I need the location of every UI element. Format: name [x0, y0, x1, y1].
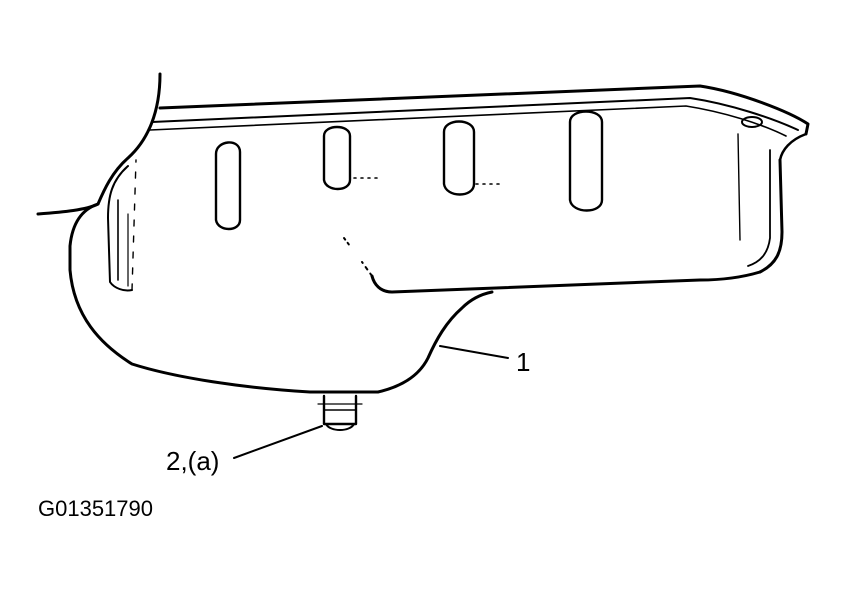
figure-id: G01351790 [38, 496, 153, 521]
callout-oil-pan: 1 [516, 347, 531, 377]
leader-lines [233, 345, 509, 459]
engine-block-edge [36, 72, 162, 216]
rib [442, 120, 476, 196]
rib [322, 125, 352, 191]
callout-drain-plug: 2,(a) [166, 446, 220, 476]
pan-flange [149, 84, 810, 162]
drain-plug [317, 394, 363, 431]
leader-line-2 [233, 425, 323, 459]
bolt-hole [741, 116, 763, 128]
rib [568, 110, 604, 212]
pan-end-wall [737, 133, 784, 274]
hidden-lines [353, 177, 505, 185]
shallow-section-bottom [343, 237, 762, 294]
deep-sump [68, 159, 494, 394]
pan-ribs [117, 110, 604, 287]
rib [214, 141, 242, 231]
leader-line-1 [439, 345, 509, 359]
